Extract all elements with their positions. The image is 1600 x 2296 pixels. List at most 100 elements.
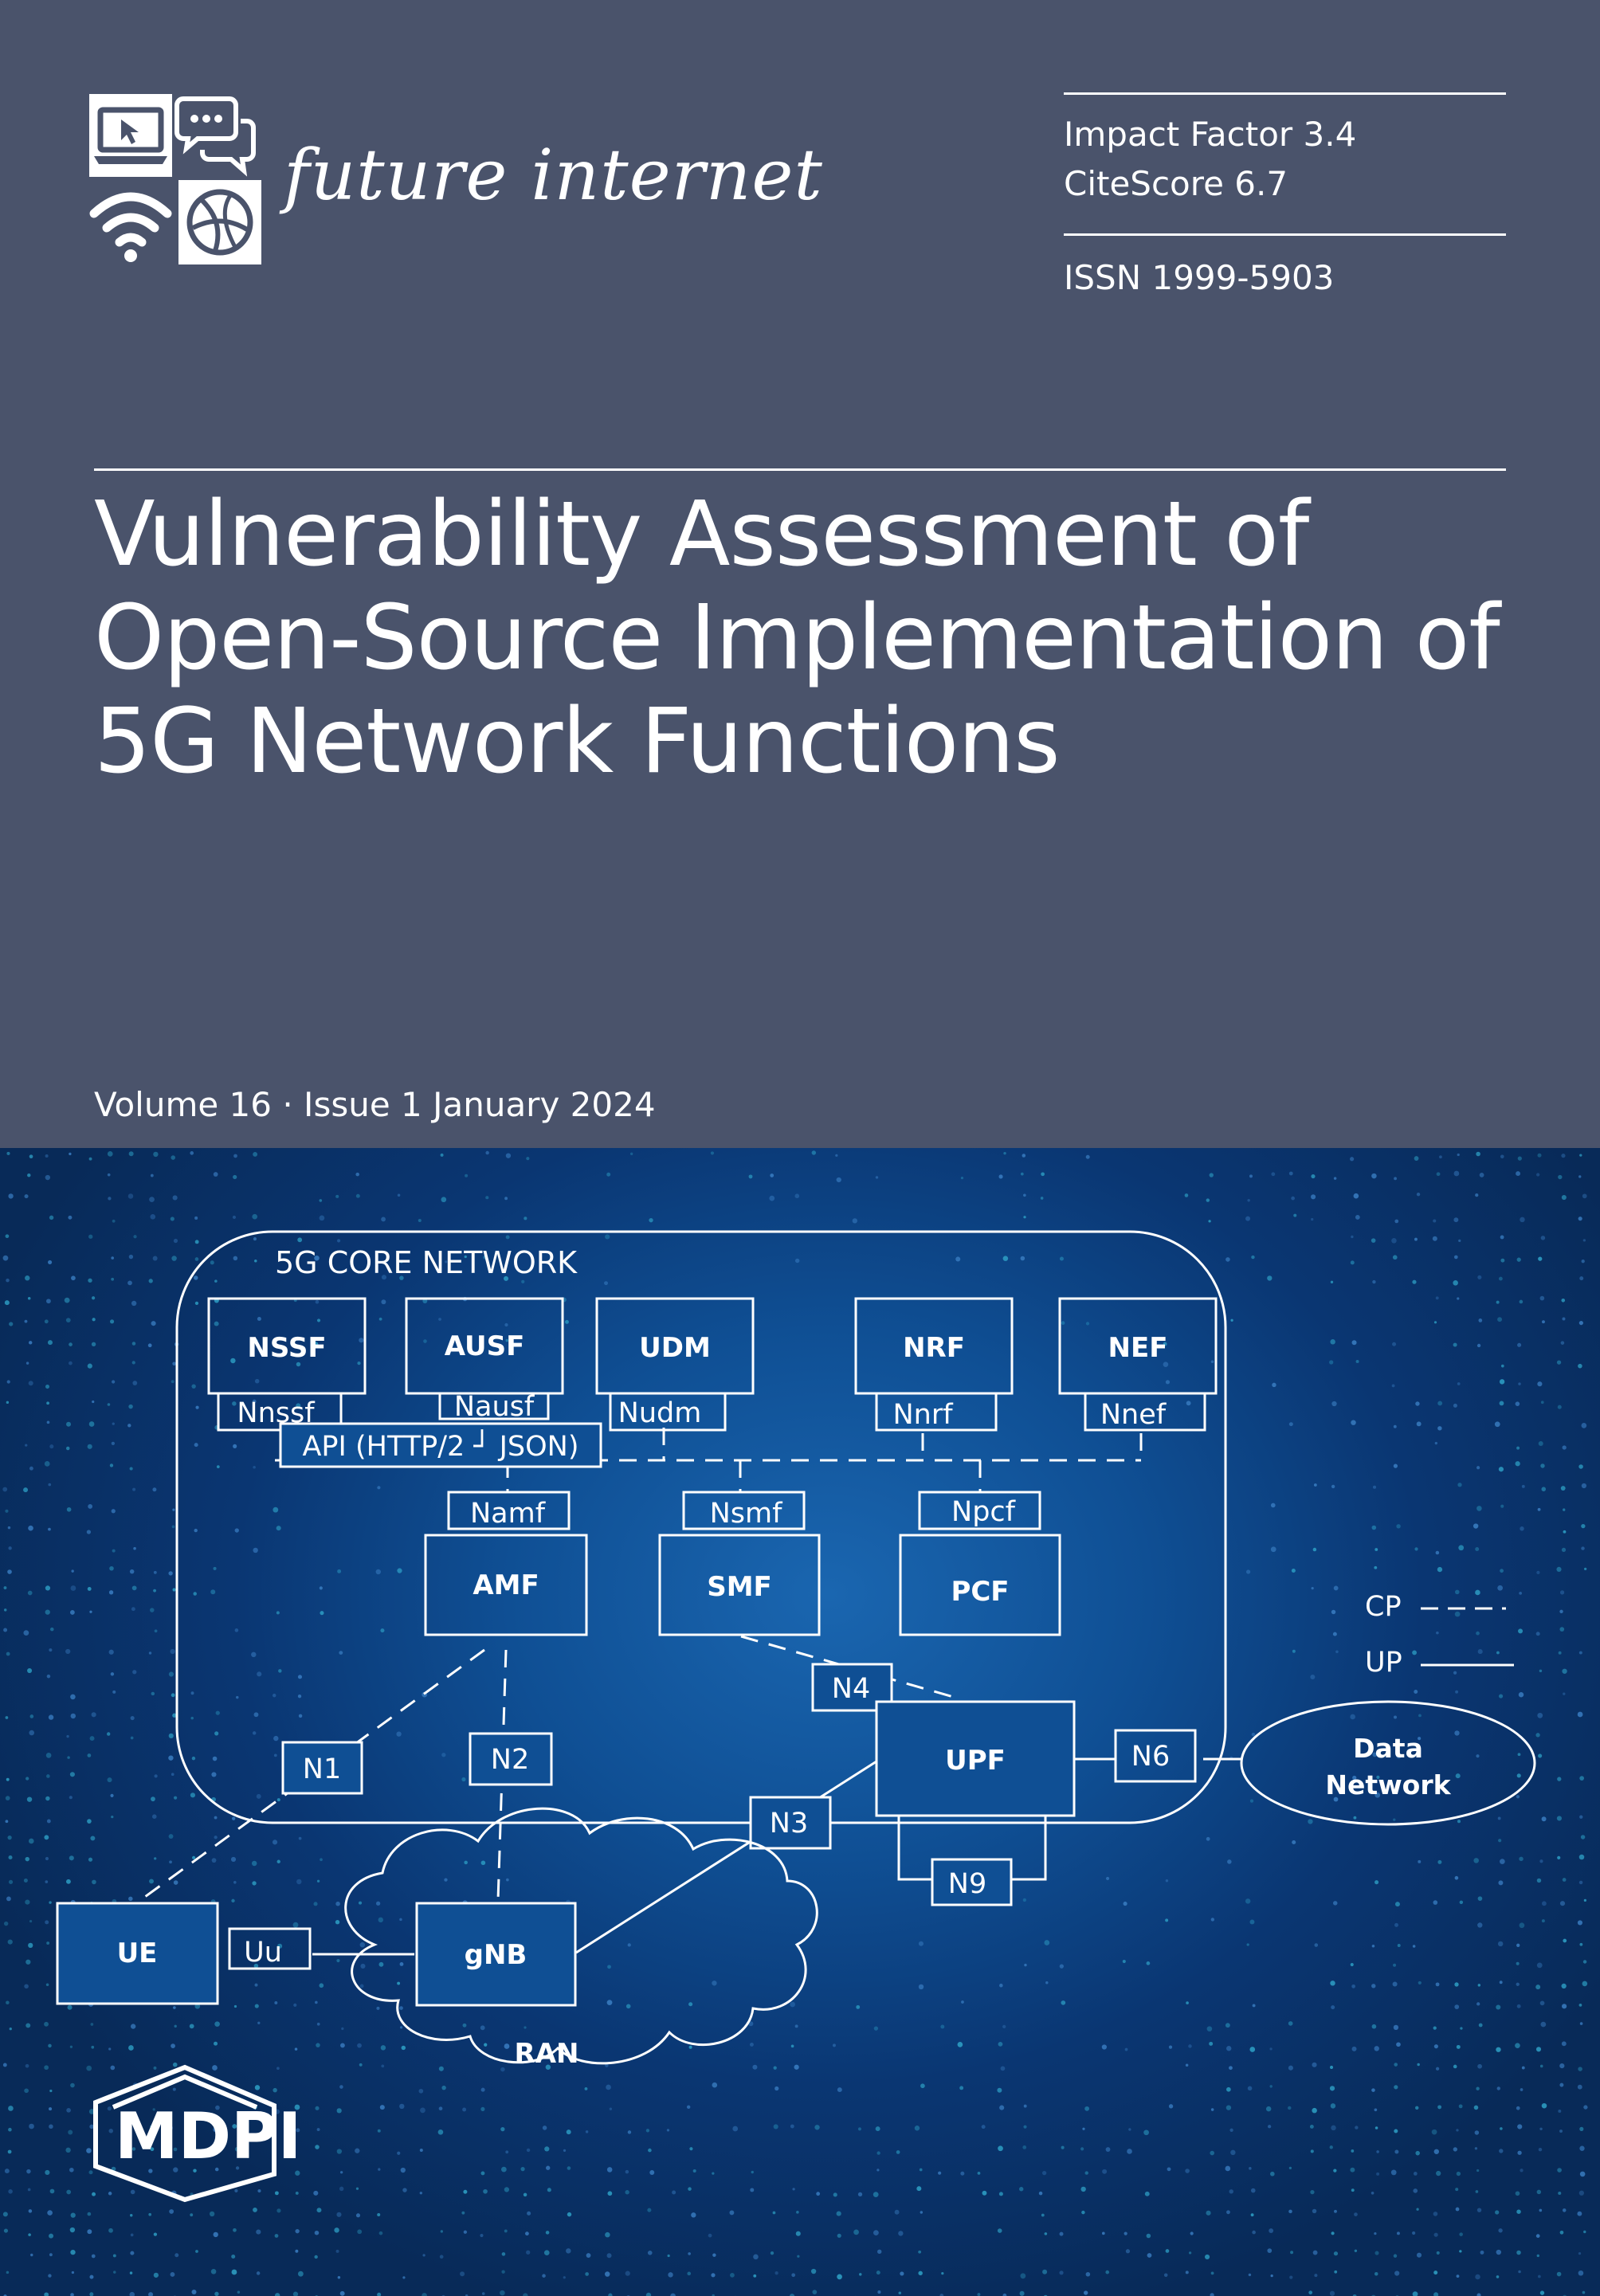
background-dot [110,1319,115,1324]
background-dot [320,1611,324,1616]
background-dot [89,1610,92,1613]
background-dot [1456,2044,1461,2049]
background-dot [171,1693,175,1698]
background-dot [1453,1255,1458,1260]
background-dot [1496,2249,1502,2255]
background-dot [254,2004,259,2008]
background-dot [605,1234,610,1240]
background-dot [648,2148,652,2153]
background-dot [92,1400,95,1404]
background-dot [276,2067,280,2071]
background-dot [1394,2149,1399,2154]
background-dot [997,2087,1002,2093]
background-dot [3,1921,9,1926]
background-dot [959,2086,964,2090]
background-dot [773,2066,777,2070]
background-dot [790,2124,794,2129]
background-dot [112,1549,116,1553]
background-dot [900,2271,904,2276]
background-dot [131,1607,135,1612]
background-dot [376,2006,380,2010]
background-dot [399,2026,403,2029]
background-dot [1559,1609,1563,1613]
background-dot [70,2212,76,2218]
n3-box [749,1796,832,1850]
background-dot [402,2188,407,2192]
background-dot [1536,1962,1543,1969]
background-dot [775,2086,779,2091]
background-dot [70,1713,76,1719]
background-dot [919,2168,923,2172]
background-dot [1020,1172,1024,1176]
background-dot [1433,2026,1437,2030]
chat-bubbles-icon [175,96,256,177]
background-dot [1396,2042,1401,2047]
background-dot [1433,1900,1438,1905]
background-dot [1518,2270,1521,2274]
background-dot [1541,1919,1545,1923]
background-dot [729,2210,735,2216]
background-dot [252,1213,258,1220]
background-dot [213,2231,218,2238]
background-dot [1435,1296,1439,1300]
background-dot [315,2106,320,2110]
background-dot [67,2004,73,2010]
nnef-tab [1084,1392,1206,1432]
background-dot [110,1793,114,1797]
background-dot [1330,1280,1334,1283]
background-dot [337,2276,341,2279]
background-dot [234,2146,240,2152]
background-dot [23,1630,29,1636]
background-dot [1229,2189,1233,2194]
background-dot [1372,1279,1376,1284]
background-dot [1497,1317,1503,1322]
background-dot [65,1318,71,1322]
background-dot [1579,1276,1584,1281]
background-dot [1579,2126,1584,2131]
background-dot [27,2188,31,2192]
background-dot [1418,1737,1422,1741]
background-dot [25,1959,31,1965]
background-dot [1516,2004,1521,2008]
background-dot [297,1237,303,1243]
background-dot [1581,1423,1587,1428]
background-dot [1230,1318,1233,1322]
nef-label: NEF [1108,1332,1168,1364]
background-dot [236,1695,239,1699]
background-dot [1393,2254,1398,2258]
background-dot [1417,2063,1420,2067]
background-dot [3,2228,9,2233]
background-dot [585,2130,589,2133]
background-dot [92,1296,96,1300]
background-dot [1579,1815,1583,1819]
background-dot [107,2106,112,2111]
background-dot [1394,1922,1398,1927]
background-dot [1188,2251,1192,2255]
background-dot [876,2271,880,2275]
n6-label: N6 [1131,1741,1170,1773]
gnb-box [415,1902,577,2007]
background-dot [252,1399,257,1404]
background-dot [1350,1157,1355,1162]
background-dot [1376,2150,1379,2153]
background-dot [151,1321,156,1326]
background-dot [400,2167,406,2173]
background-dot [1374,2232,1377,2235]
background-dot [521,1279,525,1283]
background-dot [107,1150,113,1157]
background-dot [1473,2105,1479,2110]
background-dot [1333,1796,1339,1802]
background-dot [1248,2273,1252,2277]
background-dot [1002,2024,1006,2029]
background-dot [1453,1342,1457,1347]
background-dot [194,1240,199,1244]
background-dot [319,1983,324,1988]
background-dot [1460,2027,1463,2030]
background-dot [1226,2086,1231,2092]
background-dot [253,1465,256,1469]
background-dot [7,1569,12,1574]
background-dot [46,1299,51,1304]
background-dot [1583,2230,1586,2234]
background-dot [504,2043,510,2049]
background-dot [88,1504,93,1509]
